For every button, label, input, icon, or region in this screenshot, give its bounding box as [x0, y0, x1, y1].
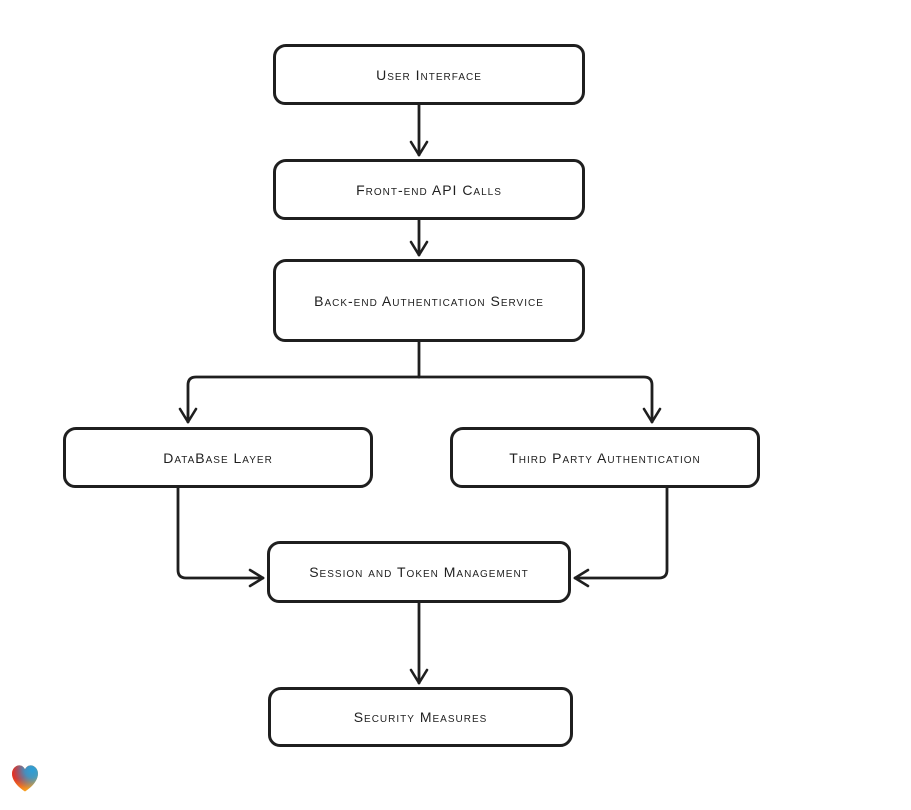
edge-backend-to-thirdparty	[417, 375, 662, 424]
edge-thirdparty-to-session	[573, 484, 669, 588]
edge-backend-to-database	[178, 375, 421, 424]
node-user-interface[interactable]: User Interface	[273, 44, 585, 105]
heart-icon	[12, 765, 38, 792]
node-session-and-token-management[interactable]: Session and Token Management	[267, 541, 571, 603]
node-label: DataBase Layer	[163, 449, 273, 466]
eraser-watermark[interactable]	[7, 760, 43, 796]
edge-database-to-session	[176, 484, 265, 588]
node-label: Front-end API Calls	[356, 181, 502, 198]
node-label: Security Measures	[353, 709, 488, 725]
node-security-measures[interactable]: Security Measures	[268, 687, 573, 747]
node-label: Session and Token Management	[309, 564, 529, 580]
node-front-end-api-calls[interactable]: Front-end API Calls	[273, 159, 585, 220]
node-label: User Interface	[376, 66, 482, 83]
node-label: Back-end Authentication Service	[314, 292, 544, 309]
node-back-end-authentication-service[interactable]: Back-end Authentication Service	[273, 259, 585, 342]
node-database-layer[interactable]: DataBase Layer	[63, 427, 373, 488]
node-third-party-authentication[interactable]: Third Party Authentication	[450, 427, 760, 488]
node-label: Third Party Authentication	[509, 449, 701, 466]
